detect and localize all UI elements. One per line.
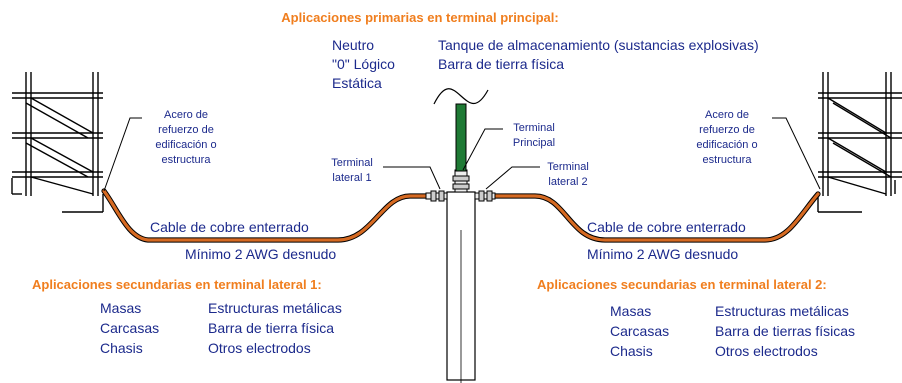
svg-text:edificación o: edificación o	[155, 139, 216, 151]
primary-item: "0" Lógico	[332, 56, 395, 72]
main-terminal-label: Terminal Principal	[513, 122, 555, 149]
left-secondary-col2: Estructuras metálicas Barra de tierra fí…	[208, 300, 342, 356]
right-copper-cable-fill	[492, 192, 820, 242]
list-item: Barra de tierras físicas	[715, 323, 855, 339]
left-terminal-label: Terminal lateral 1	[331, 157, 373, 184]
right-lateral-terminal	[474, 190, 496, 202]
right-cable-label: Cable de cobre enterrado Mínimo 2 AWG de…	[587, 219, 746, 262]
svg-text:lateral 2: lateral 2	[548, 176, 587, 188]
list-item: Chasis	[610, 343, 653, 359]
list-item: Estructuras metálicas	[208, 300, 342, 316]
primary-item: Barra de tierra física	[438, 56, 564, 72]
right-rebar-structure	[817, 72, 902, 213]
svg-text:edificación o: edificación o	[696, 139, 757, 151]
primary-item: Tanque de almacenamiento (sustancias exp…	[438, 37, 759, 53]
list-item: Carcasas	[610, 323, 669, 339]
svg-text:Mínimo 2 AWG desnudo: Mínimo 2 AWG desnudo	[185, 246, 336, 262]
right-terminal-label: Terminal lateral 2	[547, 161, 589, 188]
svg-text:Cable de cobre enterrado: Cable de cobre enterrado	[587, 219, 746, 235]
main-ground-bar	[446, 191, 476, 383]
primary-list-col1: Neutro "0" Lógico Estática	[332, 37, 395, 91]
green-conductor	[433, 88, 489, 172]
svg-text:Principal: Principal	[513, 137, 555, 149]
svg-text:estructura: estructura	[703, 154, 753, 166]
list-item: Otros electrodos	[208, 340, 311, 356]
right-secondary-col1: Masas Carcasas Chasis	[610, 303, 669, 359]
list-item: Estructuras metálicas	[715, 303, 849, 319]
svg-text:Mínimo 2 AWG desnudo: Mínimo 2 AWG desnudo	[587, 246, 738, 262]
list-item: Masas	[100, 300, 141, 316]
right-steel-label: Acero de refuerzo de edificación o estru…	[696, 109, 757, 166]
list-item: Barra de tierra física	[208, 320, 334, 336]
left-steel-label: Acero de refuerzo de edificación o estru…	[155, 109, 216, 166]
list-item: Otros electrodos	[715, 343, 818, 359]
list-item: Masas	[610, 303, 651, 319]
svg-text:Terminal: Terminal	[513, 122, 555, 134]
svg-text:Terminal: Terminal	[547, 161, 589, 173]
left-secondary-col1: Masas Carcasas Chasis	[100, 300, 159, 356]
svg-text:lateral 1: lateral 1	[332, 172, 371, 184]
callout-lines	[103, 117, 821, 192]
svg-text:Cable de cobre enterrado: Cable de cobre enterrado	[150, 219, 309, 235]
primary-title: Aplicaciones primarias en terminal princ…	[281, 10, 558, 25]
primary-item: Neutro	[332, 37, 374, 53]
left-cable-label: Cable de cobre enterrado Mínimo 2 AWG de…	[150, 219, 336, 262]
list-item: Chasis	[100, 340, 143, 356]
left-lateral-terminal	[425, 190, 448, 202]
list-item: Carcasas	[100, 320, 159, 336]
svg-text:Terminal: Terminal	[331, 157, 373, 169]
svg-text:refuerzo de: refuerzo de	[158, 124, 214, 136]
svg-text:Acero de: Acero de	[705, 109, 749, 121]
left-rebar-structure	[11, 72, 104, 213]
right-secondary-col2: Estructuras metálicas Barra de tierras f…	[715, 303, 855, 359]
left-secondary-title: Aplicaciones secundarias en terminal lat…	[32, 277, 322, 292]
primary-list-col2: Tanque de almacenamiento (sustancias exp…	[438, 37, 759, 72]
primary-item: Estática	[332, 75, 382, 91]
main-terminal	[452, 169, 470, 193]
svg-text:refuerzo de: refuerzo de	[699, 124, 755, 136]
right-secondary-title: Aplicaciones secundarias en terminal lat…	[537, 277, 827, 292]
svg-text:estructura: estructura	[162, 154, 212, 166]
left-copper-cable-fill	[102, 189, 428, 242]
svg-text:Acero de: Acero de	[164, 109, 208, 121]
